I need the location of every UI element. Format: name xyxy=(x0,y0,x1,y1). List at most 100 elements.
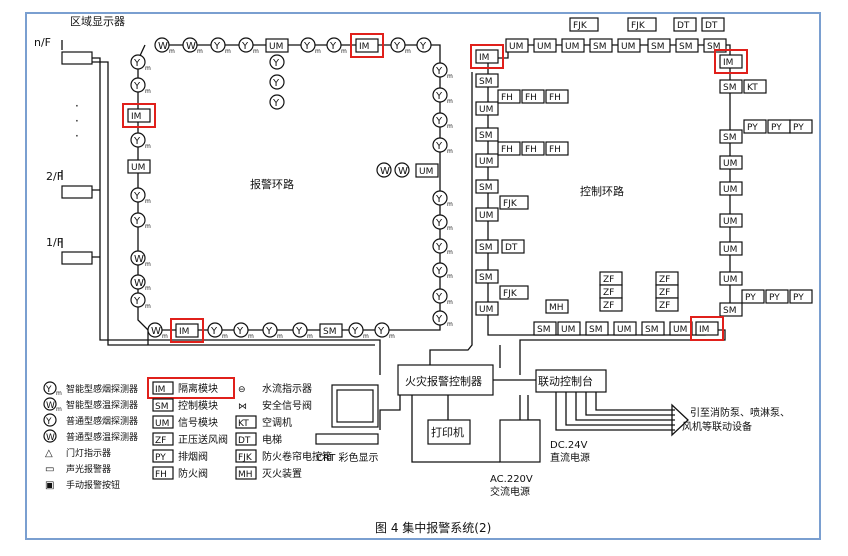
legend-label: 灭火装置 xyxy=(262,467,302,480)
legend-code: FJK xyxy=(238,453,253,463)
module-code: IM xyxy=(131,112,141,122)
linkage-target-label: 引至消防泵、喷淋泵、风机等联动设备 xyxy=(682,406,790,433)
detector-subscript: m xyxy=(145,88,151,95)
module-py: PY xyxy=(741,289,765,304)
legend-code: ⋈ xyxy=(238,402,247,412)
module-code: ZF xyxy=(659,301,670,311)
ellipsis-dot: · xyxy=(75,99,79,113)
detector-symbol: Y xyxy=(265,326,273,337)
detector-symbol: Y xyxy=(213,41,221,52)
module-sm: SM xyxy=(319,323,343,338)
highlight-box xyxy=(470,44,504,69)
module-fh: FH xyxy=(521,89,545,104)
module-code: UM xyxy=(723,217,737,227)
module-im: IM xyxy=(350,33,384,58)
dc-line-2: 直流电源 xyxy=(550,451,590,464)
detector-y: Y xyxy=(416,37,432,53)
detector-w: W xyxy=(376,162,392,178)
module-code: DT xyxy=(505,243,518,253)
detector-symbol: Y xyxy=(241,41,249,52)
module-code: SM xyxy=(479,183,492,193)
module-kt: KT xyxy=(743,79,767,94)
detector-symbol: Y xyxy=(419,41,427,52)
highlight-box xyxy=(350,33,384,58)
detector-symbol: W xyxy=(134,278,144,289)
legend-label: 防火卷帘电控箱 xyxy=(262,450,332,463)
detector-subscript: m xyxy=(222,333,228,340)
highlight-box xyxy=(690,316,724,341)
legend-label: 控制模块 xyxy=(178,399,218,412)
legend-highlight xyxy=(147,377,235,399)
printer xyxy=(427,419,471,445)
module-code: UM xyxy=(419,167,433,177)
detector-y: Y xyxy=(269,54,285,70)
floor-label-n: n/F xyxy=(34,36,51,49)
module-code: UM xyxy=(479,105,493,115)
module-sm: SM xyxy=(719,79,743,94)
module-zf: ZF xyxy=(599,297,623,312)
detector-symbol: Y xyxy=(435,218,443,229)
legend-item: FJK 防火卷帘电控箱 xyxy=(235,449,332,463)
detector-symbol: Y xyxy=(435,266,443,277)
legend-label: 声光报警器 xyxy=(66,463,111,475)
detector-symbol: W xyxy=(151,326,161,337)
legend-code: IM xyxy=(155,385,165,395)
module-code: KT xyxy=(747,83,758,93)
module-py: PY xyxy=(765,289,789,304)
legend-label: 隔离模块 xyxy=(178,382,218,395)
detector-subscript: m xyxy=(341,48,347,55)
module-fjk: FJK xyxy=(569,17,599,32)
detector-symbol: W xyxy=(158,41,168,52)
module-code: SM xyxy=(723,83,736,93)
module-code: PY xyxy=(793,293,804,303)
module-code: SM xyxy=(537,325,550,335)
legend-label: 防火阀 xyxy=(178,467,208,480)
module-code: PY xyxy=(771,123,782,133)
module-zf: ZF xyxy=(599,284,623,299)
legend-symbol: W xyxy=(46,433,55,443)
module-im: IM xyxy=(470,44,504,69)
legend-code: KT xyxy=(238,419,249,429)
module-code: ZF xyxy=(659,275,670,285)
module-py: PY xyxy=(767,119,791,134)
module-code: FJK xyxy=(503,199,518,209)
module-fjk: FJK xyxy=(627,17,657,32)
detector-subscript: m xyxy=(447,273,453,280)
module-sm: SM xyxy=(475,239,499,254)
detector-subscript: m xyxy=(162,333,168,340)
module-im: IM xyxy=(122,103,156,128)
module-code: SM xyxy=(479,273,492,283)
legend-label: 空调机 xyxy=(262,416,292,429)
module-code: SM xyxy=(593,42,606,52)
module-py: PY xyxy=(789,289,813,304)
module-code: SM xyxy=(589,325,602,335)
module-code: UM xyxy=(537,42,551,52)
highlight-box xyxy=(714,49,748,74)
legend-item: ⊖水流指示器 xyxy=(238,382,312,395)
target-line-1: 引至消防泵、喷淋泵、 xyxy=(690,406,790,419)
module-im: IM xyxy=(170,318,204,343)
module-sm: SM xyxy=(719,129,743,144)
legend-code: PY xyxy=(155,453,166,463)
detector-symbol: Y xyxy=(133,216,141,227)
module-fjk: FJK xyxy=(499,285,529,300)
detector-symbol: Y xyxy=(435,141,443,152)
module-code: UM xyxy=(565,42,579,52)
module-um: UM xyxy=(265,38,289,53)
module-code: SM xyxy=(651,42,664,52)
module-um: UM xyxy=(719,271,743,286)
module-code: PY xyxy=(747,123,758,133)
module-code: UM xyxy=(621,42,635,52)
ellipsis-dot: · xyxy=(75,129,79,143)
module-code: ZF xyxy=(603,275,614,285)
